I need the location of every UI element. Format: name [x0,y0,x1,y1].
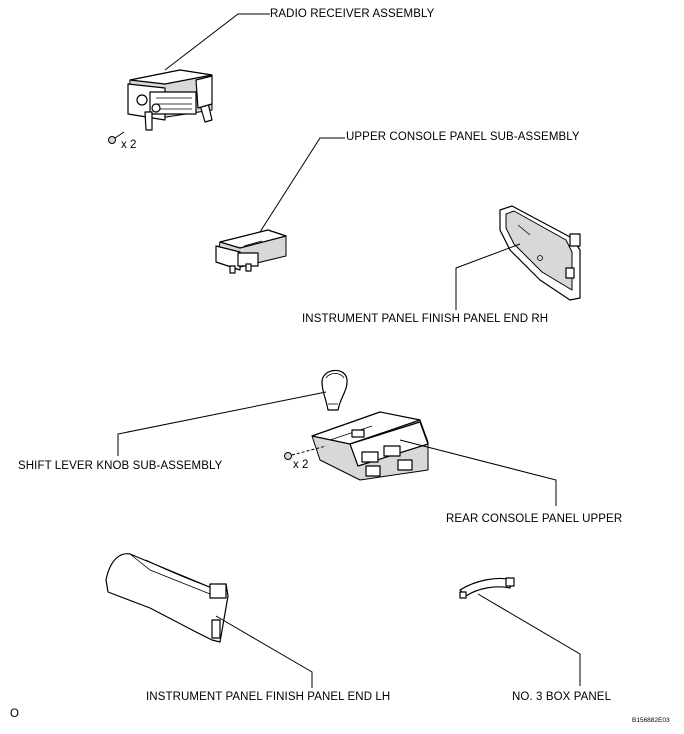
label-finish-panel-rh: INSTRUMENT PANEL FINISH PANEL END RH [302,313,549,325]
label-radio-receiver: RADIO RECEIVER ASSEMBLY [270,8,435,20]
radio-receiver-part [127,69,213,131]
rear-console-part [311,411,429,481]
radio-screw [108,131,125,144]
finish-panel-rh-leader-line [455,243,521,310]
label-rear-console: REAR CONSOLE PANEL UPPER [446,513,623,525]
rear-console-screw [284,445,327,460]
shift-knob-leader-line [117,391,327,456]
radio-screw-quantity: x 2 [121,139,137,151]
rear-console-screw-quantity: x 2 [293,459,309,471]
box-panel-part [459,577,515,599]
upper-console-part [215,229,287,274]
rear-console-leader-line [399,439,557,506]
label-box-panel: NO. 3 BOX PANEL [512,691,612,703]
corner-mark: O [10,708,19,720]
finish-panel-rh-part [499,205,581,301]
label-finish-panel-lh: INSTRUMENT PANEL FINISH PANEL END LH [146,691,391,703]
finish-panel-lh-leader-line [215,615,313,688]
shift-knob-part [321,369,348,411]
radio-leader-line [164,13,270,71]
finish-panel-lh-part [105,553,229,643]
label-upper-console: UPPER CONSOLE PANEL SUB-ASSEMBLY [346,131,580,143]
upper-console-leader-line [259,137,345,233]
reference-code: B156882E03 [632,717,670,724]
label-shift-knob: SHIFT LEVER KNOB SUB-ASSEMBLY [18,460,223,472]
box-panel-leader-line [477,593,581,686]
